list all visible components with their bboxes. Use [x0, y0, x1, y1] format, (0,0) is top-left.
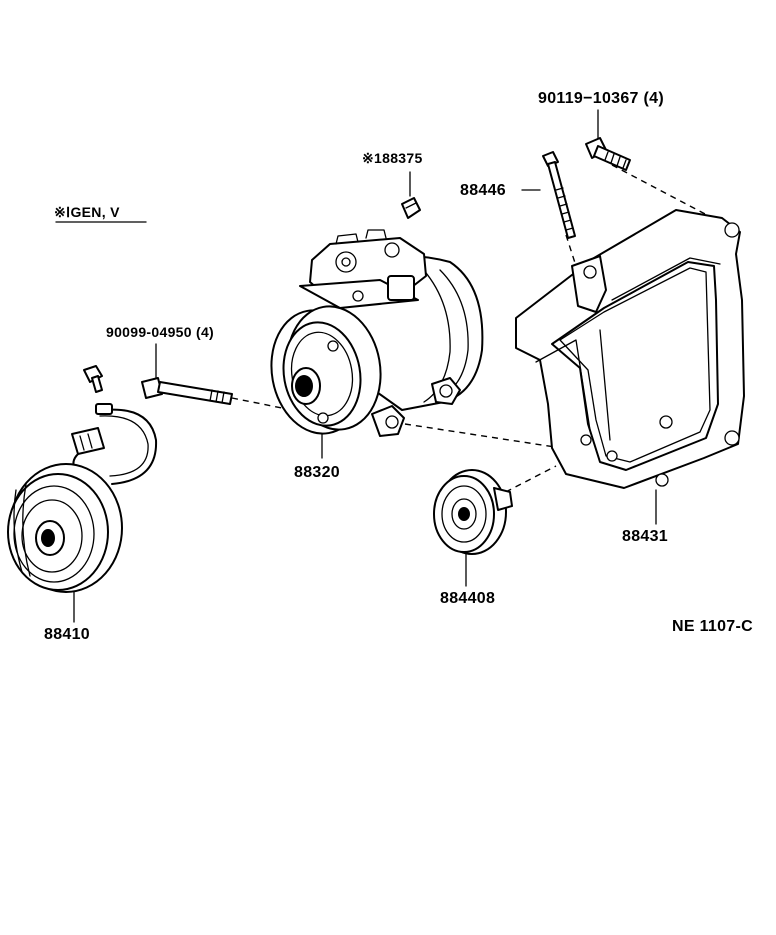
compressor-88320: [270, 229, 484, 437]
drawing-code: NE 1107-C: [672, 618, 753, 635]
part-label-90119-10367: 90119−10367 (4): [538, 90, 664, 107]
part-label-188375: ※188375: [362, 150, 423, 166]
pulley-884408: [433, 469, 513, 555]
bracket-88431: [515, 209, 745, 489]
part-label-90099-04950: 90099-04950 (4): [106, 324, 215, 340]
small-screw: [83, 365, 103, 393]
part-label-884408: 884408: [440, 590, 496, 607]
part-label-88431: 88431: [622, 528, 668, 545]
leader-lines: [73, 109, 657, 623]
part-label-88446: 88446: [460, 182, 506, 199]
plug-188375: [401, 197, 421, 219]
legend-note: ※ⅠGEN, V: [54, 204, 120, 220]
part-label-88320: 88320: [294, 464, 340, 481]
stud-bolt-88446: [542, 151, 576, 239]
part-label-88410: 88410: [44, 626, 90, 643]
clutch-88410: [7, 463, 123, 593]
bolt-90119-10367: [585, 137, 631, 171]
wire-harness: [71, 403, 158, 485]
bolt-90099-04950: [141, 377, 233, 405]
